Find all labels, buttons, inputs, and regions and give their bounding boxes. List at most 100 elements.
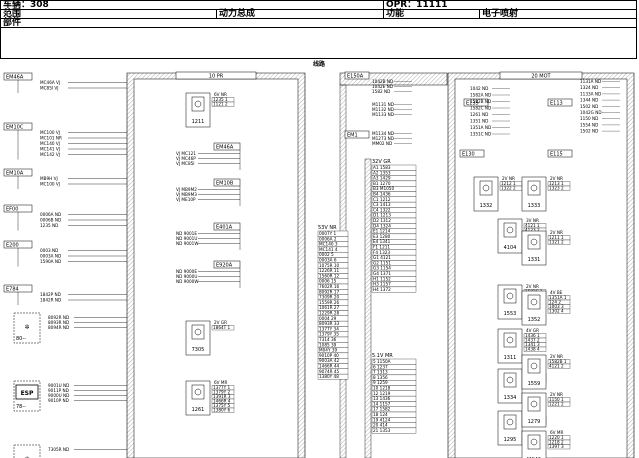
pin-label: 0002 5 [319,252,334,257]
wire-label: VJ MB9M2 [176,187,197,192]
pin-label: F1 1211 [373,245,390,250]
wire-label: ND 9000E [176,269,197,274]
pin-label: 1466R 44 [319,364,340,369]
sensor-icon [530,298,538,306]
left-box-label: 10 PR [209,74,224,80]
wire-label: MC100 VJ [40,130,60,135]
wire-label: 1502 ND [580,104,598,109]
label-code: EM1 [347,133,358,139]
gear-icon: ✲ [24,456,29,458]
wire-label: 1042 ND [470,86,488,91]
wire-label: ND 9001W [176,241,199,246]
wire-label: 0003A ND [40,254,61,259]
pin-label: 7 1313 [373,370,388,375]
connector-code: EM46A [216,145,234,151]
sensor-icon [530,184,538,192]
pin-label: H3 1157 [373,282,391,287]
connector-type: 4V GR [526,328,539,333]
wire-label: 1582B ND [470,99,491,104]
wire-label: MC101 NR [40,136,62,141]
connector-type: 2V NR [550,230,563,235]
pin-label: 1341 3 [525,342,540,347]
connector-code: EM10B [216,181,234,187]
pin-label: 1213 1 [549,181,564,186]
component-id: 1261 [192,407,205,413]
right-label-e150a: E150A [344,71,370,80]
sensor-icon [530,238,538,246]
wire-label: M1132 ND [372,107,394,112]
connector-type: 6V NR [214,92,227,97]
pin-label: 9010P 40 [319,353,339,358]
wire-label: 1261 ND [470,112,488,117]
pin-label: 5 1150A [373,359,391,364]
wire-label: ND 9000W [176,279,199,284]
wire-label: M1133 ND [372,112,394,117]
pin-label: 0003A 6 [319,258,337,263]
connector-type: 2V NR [550,354,563,359]
pin-label: 7602R 16 [319,284,340,289]
component-id: 1211 [192,119,205,125]
pin-label: 1466R 4 [213,399,231,404]
pin-label: 1377Y 1 [213,385,231,390]
pin-label: 1379Y 2 [213,390,231,395]
block-id: 80-- [16,336,26,342]
wire-label: VJ ME10P [176,197,196,202]
wire-label: MC142 VJ [40,152,60,157]
pin-label: A2 1353 [373,170,391,175]
pin-label: D2 1312 [373,218,391,223]
pin-label: 1220 1 [549,435,564,440]
pin-label: A3 1429 [373,176,391,181]
wire-label: 9001U ND [48,383,69,388]
pin-label: 21 1353 [373,428,391,433]
component-id: 1332 [480,203,493,209]
pin-label: G1 4121 [373,255,391,260]
wire-label: 1502 ND [580,129,598,134]
wire-label: 1582 ND [372,89,390,94]
right-label-e135: E135 [463,98,489,107]
wire-label: 1324 ND [580,85,598,90]
pin-label: 19 4124 [373,417,391,422]
diagram-title: 线路 [313,60,326,68]
wire-label: 1842P ND [40,292,61,297]
wire-label: 1042E ND [372,84,393,89]
connector-code: E920A [216,263,233,269]
pin-label: 1323 2 [549,186,564,191]
pin-label: 1075R 10 [319,263,340,268]
pin-label: 1226R 11 [319,268,340,273]
pin-label: 1582B 1 [549,359,567,364]
pin-label: MC140 3 [319,242,338,247]
pin-label: 1380Y 48 [319,374,339,379]
pin-label: 9074R 45 [319,369,340,374]
pin-label: 18 124 [373,412,388,417]
wire-label: 1351 ND [470,119,488,124]
connector-type: 2V NR [550,176,563,181]
pin-label: 20 414 [373,423,388,428]
pin-label: 1221 2 [549,402,564,407]
pin-label: 12 1219 [373,391,391,396]
component-code: EM10C [6,125,24,131]
pin-label: G2 1151 [373,260,391,265]
pin-label: 8092R 17 [319,289,340,294]
pin-label: 1321 2 [549,240,564,245]
esp-badge: ESP [21,390,34,397]
wire-label: MC140 VJ [40,141,60,146]
title-block: 车辆：308 OPR：11111 范围 动力总成 功能 电子喷射 部件 [0,0,637,59]
opr-label: OPR：11111 [386,0,448,10]
sensor-icon [506,336,514,344]
part-label: 部件 [3,18,22,28]
wire-label: 1344 ND [580,98,598,103]
wire-label: 8094R ND [48,325,69,330]
sensor-icon [530,362,538,370]
